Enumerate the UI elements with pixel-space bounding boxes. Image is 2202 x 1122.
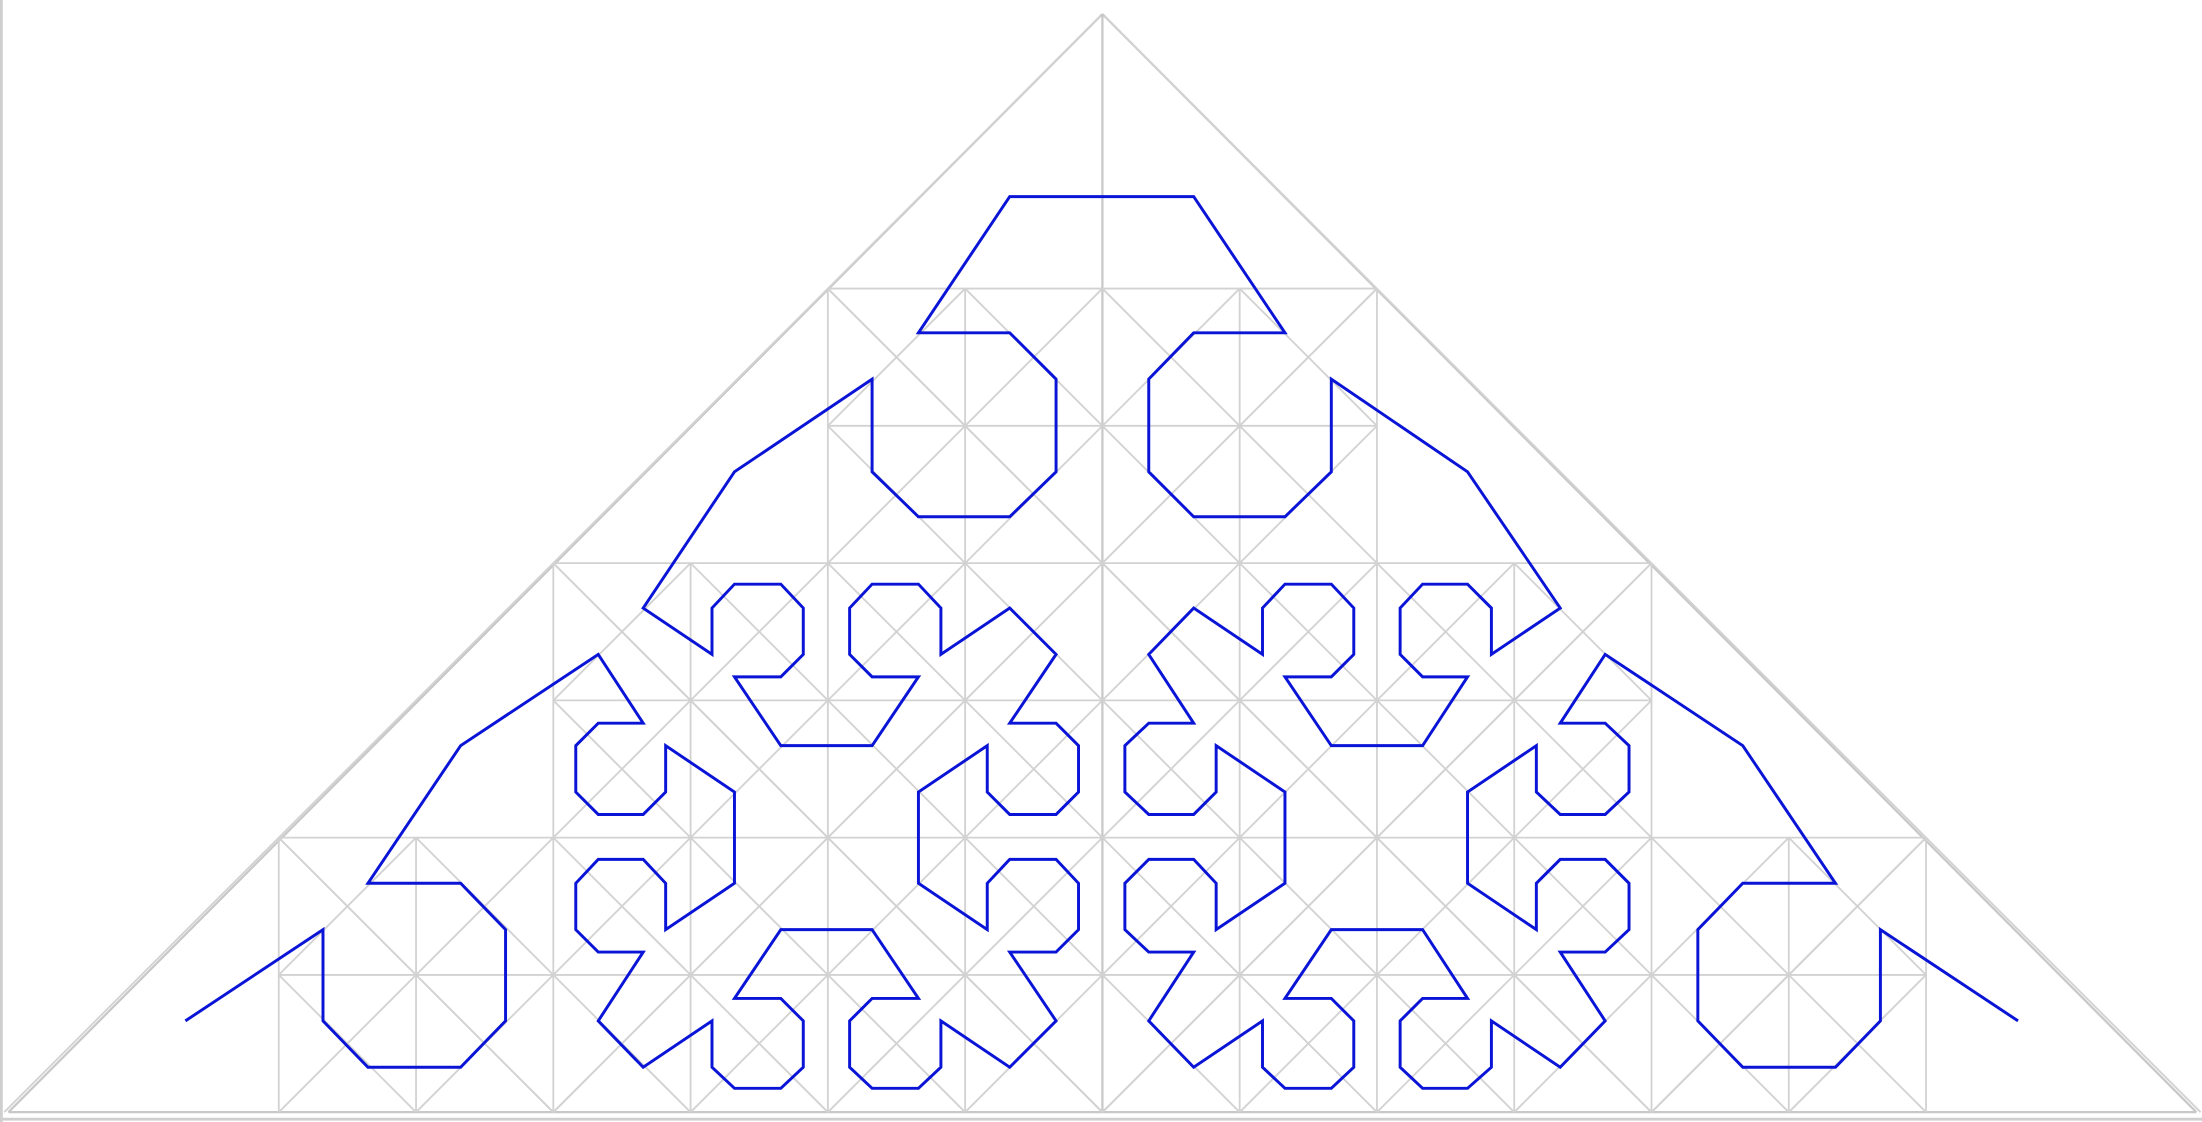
subgrid-corner-b-4 <box>1239 562 1378 702</box>
grid-diagonal-b-1 <box>3 15 1101 1113</box>
triangle-grid <box>3 13 2202 1114</box>
subgrid-corner-a-3 <box>827 562 966 702</box>
subgrid-corner-a-5 <box>1376 562 1515 702</box>
subgrid-corner-d-8 <box>827 974 966 1113</box>
subgrid-corner-a-10 <box>1376 836 1515 976</box>
subgrid-corner-a-7 <box>552 836 692 976</box>
subgrid-corner-b-10 <box>1513 836 1653 976</box>
subgrid-corner-d-10 <box>1376 974 1515 1113</box>
subgrid-corner-b-7 <box>689 836 829 976</box>
subgrid-corner-b-11 <box>1788 836 1927 976</box>
subgrid-diag-b-1 <box>1101 287 1378 564</box>
curve-polyline <box>184 195 2019 1090</box>
subgrid-corner-d-3 <box>827 699 966 839</box>
subgrid-corner-d-2 <box>552 699 692 839</box>
subgrid-corner-a-8 <box>827 836 966 976</box>
subgrid-corner-c-2 <box>689 699 829 839</box>
subgrid-diag-b-7 <box>552 836 829 1113</box>
subgrid-diag-b-2 <box>552 562 829 839</box>
subgrid-diag-b-9 <box>1101 836 1378 1113</box>
subgrid-corner-b-9 <box>1239 836 1378 976</box>
subgrid-corner-a-2 <box>552 562 692 702</box>
subgrid-corner-d-6 <box>278 974 417 1113</box>
grid-diagonal-a-9 <box>1103 15 2202 1113</box>
subgrid-diag-b-5 <box>1376 562 1653 839</box>
subgrid-diag-b-4 <box>1101 562 1378 839</box>
subgrid-corner-b-2 <box>689 562 829 702</box>
subgrid-corner-c-7 <box>689 974 829 1113</box>
subgrid-corner-c-5 <box>1513 699 1653 839</box>
subgrid-diag-b-3 <box>827 562 1104 839</box>
subgrid-corner-b-1 <box>1239 287 1378 427</box>
subgrid-corner-a-0 <box>827 287 966 427</box>
subgrid-corner-a-6 <box>278 836 417 976</box>
subgrid-corner-d-4 <box>1101 699 1241 839</box>
subgrid-diag-b-8 <box>827 836 1104 1113</box>
subgrid-diag-b-11 <box>1650 836 1927 1113</box>
subgrid-corner-b-5 <box>1513 562 1653 702</box>
subgrid-corner-a-9 <box>1101 836 1241 976</box>
subgrid-diag-b-6 <box>278 836 554 1113</box>
fractal-curve <box>184 195 2019 1090</box>
subgrid-corner-c-3 <box>964 699 1104 839</box>
subgrid-corner-b-8 <box>964 836 1104 976</box>
subgrid-diag-b-10 <box>1376 836 1653 1113</box>
subgrid-corner-d-5 <box>1376 699 1515 839</box>
subgrid-corner-c-9 <box>1239 974 1378 1113</box>
subgrid-diag-b-0 <box>827 287 1104 564</box>
subgrid-corner-c-4 <box>1239 699 1378 839</box>
